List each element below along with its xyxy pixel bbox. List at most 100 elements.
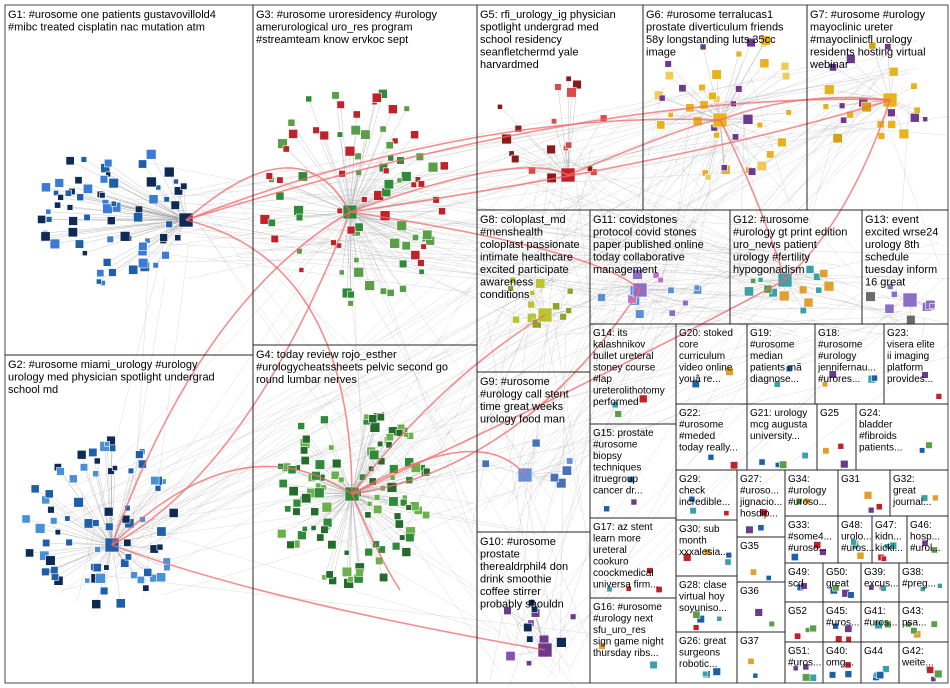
node-g3 — [330, 239, 337, 246]
node-g24 — [925, 441, 933, 449]
edge-line — [64, 188, 371, 520]
node-g3 — [439, 161, 449, 171]
node-g7 — [822, 103, 830, 110]
edge-line — [60, 471, 113, 546]
group-label-line: jennifernau... — [817, 363, 876, 374]
node-g6 — [699, 100, 709, 110]
node-g2 — [127, 467, 135, 474]
edge-line — [302, 176, 351, 213]
node-g11 — [652, 271, 660, 279]
edge-line — [527, 115, 899, 464]
node-g3 — [350, 125, 361, 136]
node-g6 — [713, 131, 720, 139]
edge-line — [196, 170, 765, 206]
node-g6 — [658, 94, 666, 102]
node-g2 — [73, 497, 84, 508]
node-g2 — [91, 599, 102, 609]
node-g33 — [790, 553, 799, 561]
node-g4 — [297, 422, 305, 430]
edge-line — [136, 78, 865, 205]
highlighted-edge — [351, 493, 401, 591]
group-label-line: #urologycheatssheets pelvic second go — [256, 362, 448, 374]
node-g4 — [385, 433, 394, 442]
edge-line — [324, 419, 353, 495]
node-g3 — [297, 171, 308, 182]
edge-line — [349, 207, 364, 471]
node-g3 — [347, 290, 355, 299]
node-g3 — [379, 210, 391, 221]
node-g7 — [887, 120, 896, 129]
node-g4 — [300, 456, 310, 465]
group-label-line: mcg augusta — [750, 420, 808, 431]
edge-line — [376, 129, 735, 210]
node-g3 — [396, 177, 403, 184]
group-label-line: G13: event — [865, 214, 919, 226]
node-g4 — [314, 459, 326, 470]
edge-line — [73, 478, 113, 546]
node-g6 — [699, 43, 707, 51]
edge-line — [508, 127, 718, 688]
edge-line — [719, 119, 763, 167]
edge-line — [763, 128, 867, 221]
edge-line — [667, 63, 721, 121]
edge-line — [264, 211, 351, 220]
node-g11 — [632, 269, 643, 280]
edge-line — [135, 296, 541, 531]
node-g4 — [369, 449, 380, 461]
edge-line — [510, 60, 896, 481]
node-g9 — [561, 465, 572, 476]
node-g3 — [383, 179, 394, 190]
node-g3 — [385, 141, 394, 150]
node-g24 — [919, 447, 926, 454]
node-g2 — [156, 572, 167, 583]
edge-line — [340, 324, 843, 513]
edge-line — [486, 315, 532, 425]
group-label-line: #meded — [679, 431, 715, 442]
node-g3 — [417, 259, 425, 267]
edge-line — [719, 42, 752, 121]
group-label-line: uro_news patient — [733, 239, 817, 251]
node-g8 — [552, 302, 561, 311]
group-label-line: G47: — [875, 520, 897, 531]
edge-line — [702, 46, 721, 121]
node-g37 — [752, 672, 759, 679]
node-g31 — [863, 491, 873, 500]
edge-line — [536, 211, 780, 277]
edge-line — [351, 467, 423, 495]
edge-line — [362, 504, 541, 535]
node-g3 — [354, 222, 364, 232]
edge-line — [568, 78, 877, 673]
node-g12 — [757, 277, 764, 283]
edge-line — [349, 97, 378, 213]
edge-line — [559, 333, 566, 674]
edge-line — [487, 321, 543, 651]
node-g23 — [921, 371, 929, 379]
node-g20 — [691, 379, 700, 388]
node-g6 — [756, 121, 763, 129]
group-label-line: #mibc treated cisplatin nac mutation atm — [8, 22, 205, 34]
node-g10 — [523, 622, 533, 633]
node-g7 — [832, 133, 843, 144]
edge-line — [524, 460, 570, 476]
node-g3 — [361, 196, 368, 203]
group-label-line: #urosome — [679, 420, 724, 431]
highlighted-edge — [351, 314, 546, 495]
node-g2 — [156, 526, 167, 537]
node-g4 — [341, 566, 353, 578]
edge-line — [62, 318, 908, 515]
group-label-line: curriculum — [679, 351, 725, 362]
node-g6 — [735, 85, 743, 93]
edge-line — [344, 210, 373, 546]
node-g4 — [302, 434, 311, 444]
edge-line — [341, 211, 351, 273]
group-label-line: cancer dr... — [593, 486, 642, 497]
node-g5 — [565, 141, 573, 149]
node-g42 — [934, 669, 943, 679]
node-g32 — [920, 494, 929, 502]
node-g10 — [503, 606, 512, 615]
edge-line — [349, 108, 407, 213]
node-g14 — [611, 401, 619, 409]
group-label-line: #urology — [788, 486, 826, 497]
node-g39 — [880, 585, 887, 592]
node-g10 — [526, 635, 534, 643]
